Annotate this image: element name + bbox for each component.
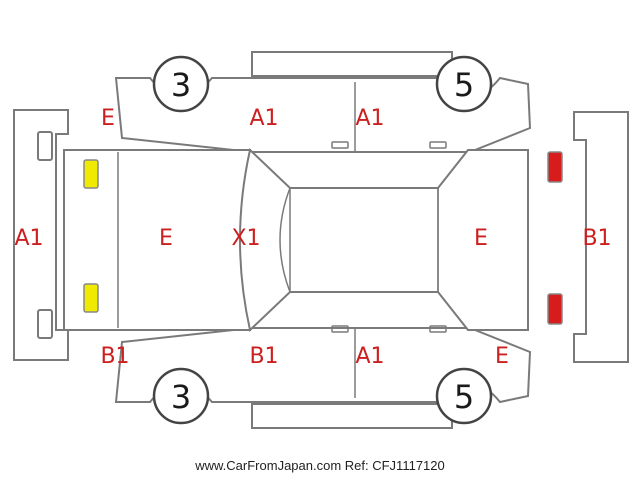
- grade-front-bumper: A1: [14, 226, 43, 251]
- tire-front-bottom: [152, 367, 210, 425]
- grade-windshield: X1: [231, 226, 260, 251]
- car-top-view: [63, 148, 529, 332]
- grade-front-right-fender: B1: [100, 344, 129, 369]
- rear-light-marker-top: [547, 151, 563, 183]
- grade-rear-hatch: E: [474, 226, 488, 251]
- tire-front-top-number: 3: [171, 66, 191, 104]
- rear-bumper: [573, 111, 629, 363]
- grade-roof-side-top-right: A1: [355, 106, 384, 131]
- grade-rear-bumper: B1: [582, 226, 611, 251]
- grade-roof-side-top-left: A1: [249, 106, 278, 131]
- front-light-marker-bottom: [83, 283, 99, 313]
- front-light-marker-top: [83, 159, 99, 189]
- grade-rear-right-quarter: E: [495, 344, 509, 369]
- tire-front-bottom-number: 3: [171, 378, 191, 416]
- tire-rear-top-number: 5: [454, 66, 474, 104]
- grade-hood: E: [159, 226, 173, 251]
- rear-light-marker-bottom: [547, 293, 563, 325]
- grade-door-lower-left: B1: [249, 344, 278, 369]
- tire-front-top: [152, 55, 210, 113]
- tire-rear-bottom-number: 5: [454, 378, 474, 416]
- front-bumper: [13, 109, 69, 361]
- grade-door-lower-right: A1: [355, 344, 384, 369]
- tire-rear-top: [435, 55, 493, 113]
- reference-footer: www.CarFromJapan.com Ref: CFJ1117120: [195, 458, 445, 473]
- tire-rear-bottom: [435, 367, 493, 425]
- grade-front-left-fender: E: [101, 106, 115, 131]
